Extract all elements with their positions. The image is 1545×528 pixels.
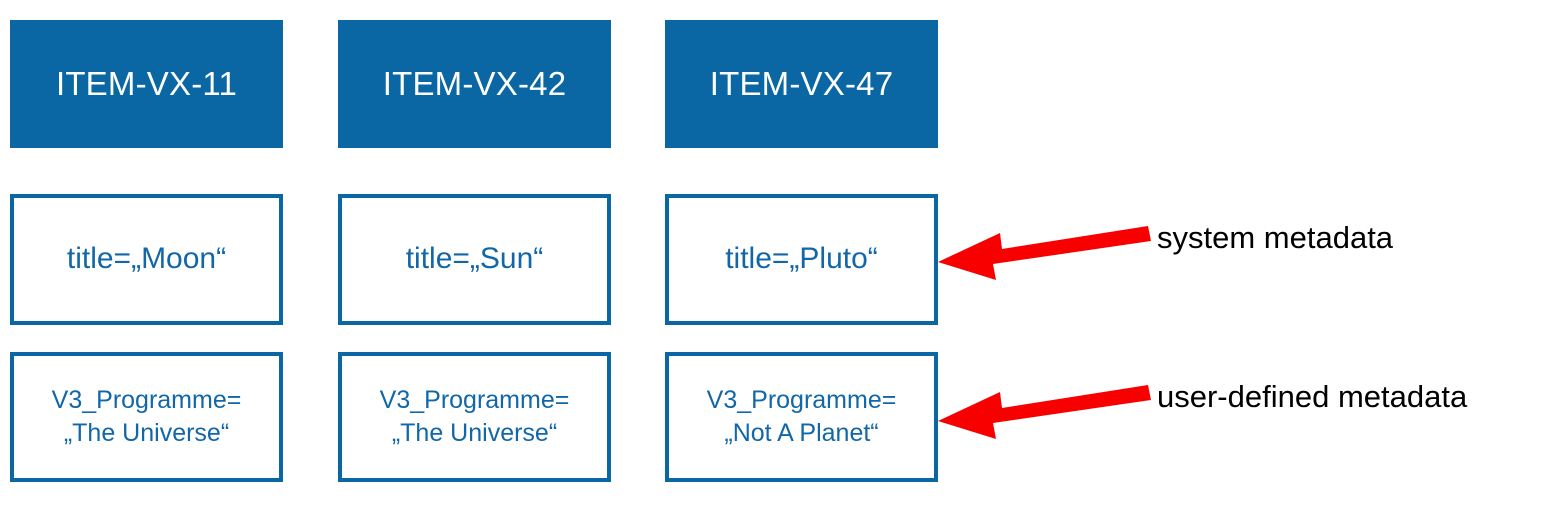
system-metadata-arrow-icon <box>938 226 1151 280</box>
user-metadata-box-item-vx-47: V3_Programme= „Not A Planet“ <box>665 352 938 482</box>
user-metadata-line-2: „The Universe“ <box>63 419 230 447</box>
user-defined-metadata-annotation-label: user-defined metadata <box>1157 379 1468 414</box>
system-metadata-text: title=„Pluto“ <box>725 242 878 276</box>
user-metadata-box-item-vx-42: V3_Programme= „The Universe“ <box>338 352 611 482</box>
header-box-item-vx-11: ITEM-VX-11 <box>10 20 283 148</box>
system-metadata-text: title=„Sun“ <box>405 242 544 276</box>
user-metadata-text: V3_Programme= „Not A Planet“ <box>707 384 897 450</box>
user-metadata-line-2: „Not A Planet“ <box>724 419 879 447</box>
user-metadata-text: V3_Programme= „The Universe“ <box>380 384 570 450</box>
header-box-label: ITEM-VX-11 <box>55 65 238 103</box>
user-metadata-line-2: „The Universe“ <box>391 419 558 447</box>
header-box-item-vx-42: ITEM-VX-42 <box>338 20 611 148</box>
user-metadata-line-1: V3_Programme= <box>379 386 570 414</box>
user-defined-metadata-arrow-icon <box>938 385 1151 439</box>
system-metadata-text: title=„Moon“ <box>66 242 227 276</box>
user-metadata-text: V3_Programme= „The Universe“ <box>52 384 242 450</box>
header-box-item-vx-47: ITEM-VX-47 <box>665 20 938 148</box>
user-metadata-line-1: V3_Programme= <box>51 386 242 414</box>
system-metadata-box-item-vx-42: title=„Sun“ <box>338 194 611 325</box>
system-metadata-box-item-vx-47: title=„Pluto“ <box>665 194 938 325</box>
system-metadata-annotation-label: system metadata <box>1157 220 1394 255</box>
header-box-label: ITEM-VX-47 <box>709 65 894 103</box>
system-metadata-box-item-vx-11: title=„Moon“ <box>10 194 283 325</box>
user-metadata-line-1: V3_Programme= <box>706 386 897 414</box>
user-metadata-box-item-vx-11: V3_Programme= „The Universe“ <box>10 352 283 482</box>
header-box-label: ITEM-VX-42 <box>382 65 567 103</box>
